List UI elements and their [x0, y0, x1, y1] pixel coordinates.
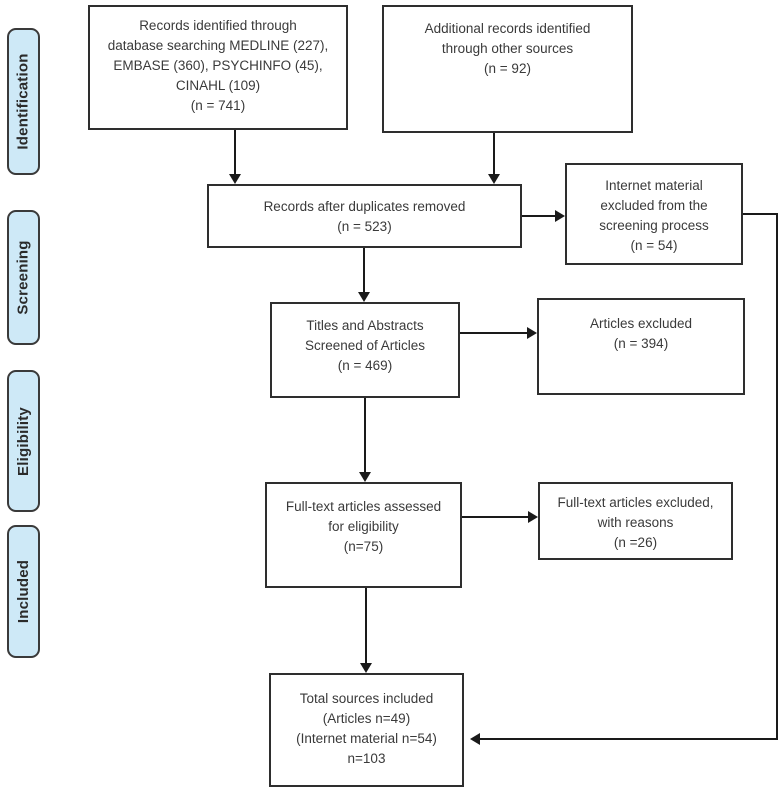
box-text-line: Additional records identified: [424, 21, 591, 36]
stage-label: Included: [15, 559, 32, 624]
box-text-line: Total sources included: [299, 691, 434, 706]
box-text-line: screening process: [599, 218, 709, 233]
connector-line: [776, 213, 778, 740]
box-internet-material-excluded: Internet material excluded from the scre…: [565, 163, 743, 265]
box-text-line: (n = 741): [190, 98, 246, 113]
box-records-identified: Records identified through database sear…: [88, 5, 348, 130]
box-text-line: Articles excluded: [589, 316, 693, 331]
connector-line: [234, 130, 236, 176]
box-text-line: Internet material: [605, 178, 703, 193]
arrowhead-right-icon: [528, 511, 538, 523]
box-text-line: (Internet material n=54): [296, 731, 437, 746]
box-text-line: database searching MEDLINE (227),: [107, 38, 329, 53]
box-text-line: excluded from the: [600, 198, 708, 213]
connector-line: [522, 215, 556, 217]
stage-included: Included: [7, 525, 40, 658]
connector-line: [462, 516, 529, 518]
connector-line: [480, 738, 778, 740]
arrowhead-down-icon: [358, 292, 370, 302]
box-records-after-duplicates: Records after duplicates removed (n = 52…: [207, 184, 522, 248]
box-text-line: (n=75): [343, 539, 384, 554]
connector-line: [493, 133, 495, 176]
box-text-line: Full-text articles excluded,: [557, 495, 714, 510]
connector-line: [460, 332, 528, 334]
arrowhead-left-icon: [470, 733, 480, 745]
connector-line: [743, 213, 778, 215]
arrowhead-down-icon: [488, 174, 500, 184]
box-total-sources-included: Total sources included (Articles n=49) (…: [269, 673, 464, 787]
stage-eligibility: Eligibility: [7, 370, 40, 512]
stage-label: Identification: [15, 53, 33, 150]
stage-identification: Identification: [7, 28, 40, 175]
box-text-line: (n = 394): [613, 336, 669, 351]
box-text-line: Titles and Abstracts: [306, 318, 424, 333]
box-text-line: Full-text articles assessed: [285, 499, 442, 514]
arrowhead-right-icon: [527, 327, 537, 339]
arrowhead-down-icon: [360, 663, 372, 673]
arrowhead-right-icon: [555, 210, 565, 222]
box-fulltext-excluded: Full-text articles excluded, with reason…: [538, 482, 733, 560]
box-text-line: for eligibility: [328, 519, 399, 534]
box-text-line: Screened of Articles: [304, 338, 426, 353]
box-text-line: EMBASE (360), PSYCHINFO (45),: [113, 58, 323, 73]
box-fulltext-assessed: Full-text articles assessed for eligibil…: [265, 482, 462, 588]
box-text-line: Records after duplicates removed: [263, 199, 466, 214]
box-text-line: (n = 54): [630, 238, 678, 253]
box-text-line: n=103: [347, 751, 386, 766]
box-text-line: through other sources: [441, 41, 574, 56]
connector-line: [363, 248, 365, 294]
box-text-line: CINAHL (109): [175, 78, 261, 93]
connector-line: [364, 398, 366, 474]
box-articles-excluded: Articles excluded (n = 394): [537, 298, 745, 395]
arrowhead-down-icon: [229, 174, 241, 184]
stage-screening: Screening: [7, 210, 40, 345]
box-titles-abstracts-screened: Titles and Abstracts Screened of Article…: [270, 302, 460, 398]
box-text-line: with reasons: [597, 515, 674, 530]
box-text-line: Records identified through: [139, 18, 297, 33]
box-text-line: (n =26): [613, 535, 658, 550]
box-text-line: (n = 92): [484, 61, 531, 76]
connector-line: [365, 588, 367, 665]
stage-label: Screening: [15, 240, 33, 315]
stage-label: Eligibility: [15, 406, 32, 476]
box-additional-records: Additional records identified through ot…: [382, 5, 633, 133]
box-text-line: (Articles n=49): [322, 711, 411, 726]
box-text-line: (n = 523): [337, 219, 392, 234]
arrowhead-down-icon: [359, 472, 371, 482]
box-text-line: (n = 469): [337, 358, 393, 373]
